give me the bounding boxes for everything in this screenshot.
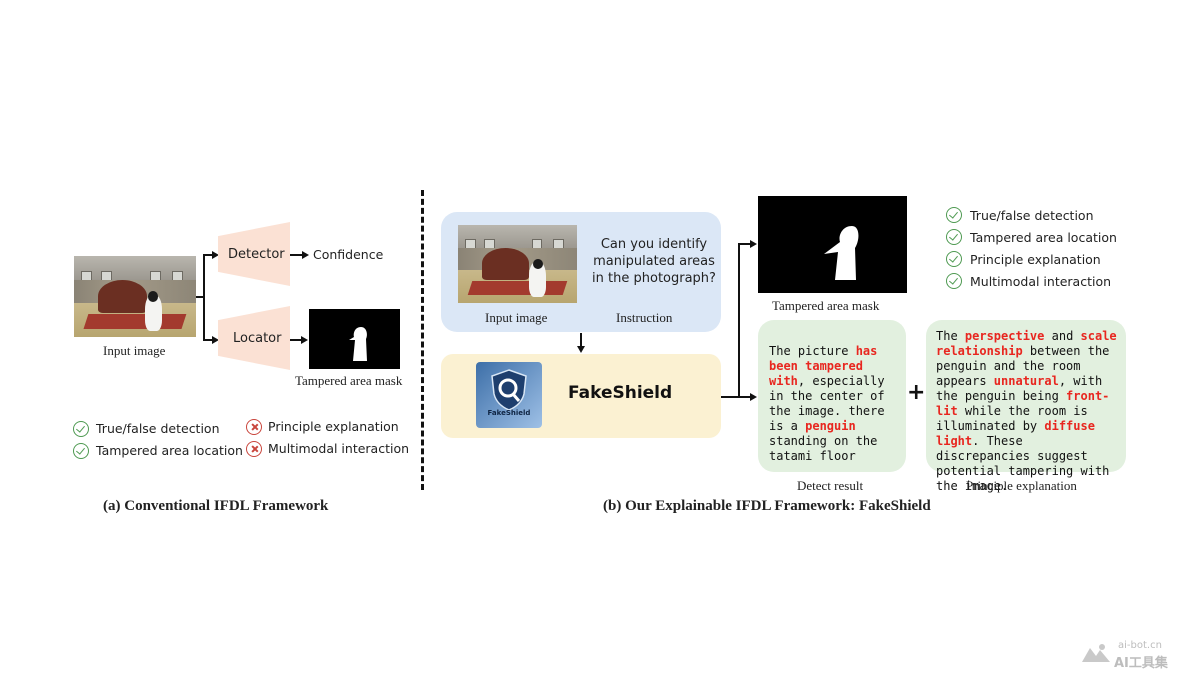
check-icon <box>946 273 962 289</box>
check-icon <box>946 229 962 245</box>
left-feature-yes-1: True/false detection <box>96 421 220 436</box>
shield-magnifier-icon <box>491 369 527 411</box>
instruction-question: Can you identify manipulated areas in th… <box>592 237 716 286</box>
penguin-silhouette-icon <box>349 327 367 361</box>
detect-result-text: The picture has been tampered with, espe… <box>769 344 885 463</box>
fakeshield-title: FakeShield <box>568 383 673 403</box>
principle-explanation-caption: Principle explanation <box>966 478 1077 493</box>
right-mask-caption: Tampered area mask <box>772 298 880 313</box>
left-feature-no-2: Multimodal interaction <box>268 441 410 456</box>
principle-explanation-box <box>926 320 1126 472</box>
watermark-line2: AI工具集 <box>1114 656 1168 671</box>
right-feature-2: Tampered area location <box>970 230 1117 245</box>
right-tampered-mask <box>758 196 907 293</box>
check-icon <box>946 251 962 267</box>
left-feature-no-1: Principle explanation <box>268 419 399 434</box>
watermark-line1: ai-bot.cn <box>1118 640 1162 651</box>
left-tampered-mask <box>309 309 400 369</box>
left-mask-caption: Tampered area mask <box>295 373 403 388</box>
confidence-label: Confidence <box>313 247 384 262</box>
fakeshield-logo: FakeShield <box>476 362 542 428</box>
check-icon <box>73 443 89 459</box>
plus-sign: + <box>907 380 926 405</box>
check-icon <box>946 207 962 223</box>
right-feature-4: Multimodal interaction <box>970 274 1112 289</box>
detect-result-box <box>758 320 906 472</box>
penguin-silhouette-icon <box>824 226 859 280</box>
left-input-image <box>74 256 196 337</box>
watermark-logo-icon <box>1080 642 1112 668</box>
detector-label: Detector <box>228 247 285 262</box>
left-input-caption: Input image <box>103 343 166 358</box>
cross-icon <box>246 441 262 457</box>
instruction-caption: Instruction <box>616 310 673 325</box>
panel-divider <box>421 190 424 490</box>
right-feature-1: True/false detection <box>970 208 1094 223</box>
right-panel-title: (b) Our Explainable IFDL Framework: Fake… <box>603 498 931 514</box>
right-feature-3: Principle explanation <box>970 252 1101 267</box>
left-feature-yes-2: Tampered area location <box>96 443 243 458</box>
detect-result-caption: Detect result <box>797 478 864 493</box>
check-icon <box>73 421 89 437</box>
logo-text: FakeShield <box>487 409 531 417</box>
right-input-caption: Input image <box>485 310 548 325</box>
cross-icon <box>246 419 262 435</box>
principle-explanation-text: The perspective and scale relationship b… <box>936 329 1117 493</box>
right-input-image <box>458 225 577 303</box>
left-panel-title: (a) Conventional IFDL Framework <box>103 498 329 514</box>
locator-label: Locator <box>233 331 282 346</box>
